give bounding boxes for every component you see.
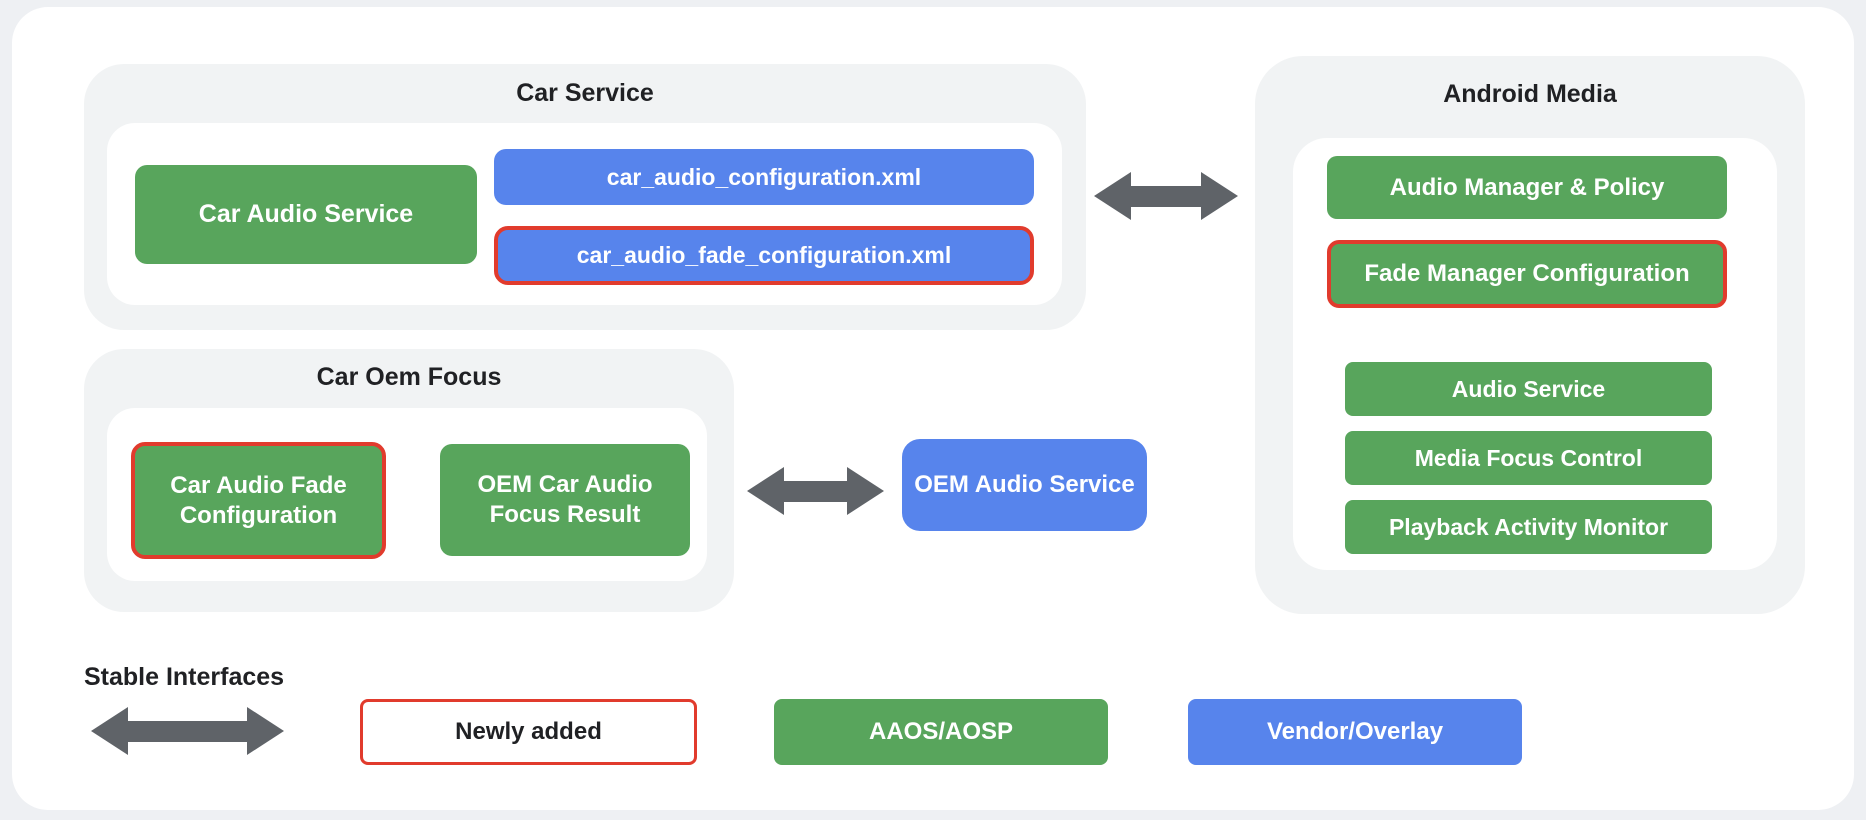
vendor-overlay-legend-box: Vendor/Overlay (1188, 699, 1522, 765)
media-focus-control-label: Media Focus Control (1414, 444, 1643, 471)
newly-added-legend-box: Newly added (360, 699, 697, 765)
diagram-card: Car Service Car Audio Service car_audio_… (12, 7, 1854, 810)
fade-manager-configuration-label: Fade Manager Configuration (1364, 260, 1690, 287)
playback-activity-monitor-label: Playback Activity Monitor (1388, 513, 1669, 540)
car-audio-fade-configuration-oem-box: Car Audio Fade Configuration (131, 442, 386, 559)
oem-car-audio-focus-result-box: OEM Car Audio Focus Result (440, 444, 690, 556)
arrow-shaft (128, 720, 247, 742)
arrow-right-head (1201, 172, 1238, 220)
arrow-left-head (91, 707, 128, 755)
car-audio-configuration-label: car_audio_configuration.xml (606, 163, 922, 190)
aaos-aosp-legend-box: AAOS/AOSP (774, 699, 1108, 765)
oem-audio-service-label: OEM Audio Service (914, 471, 1135, 498)
bidirectional-arrow-icon (91, 706, 284, 756)
oem-audio-service-box: OEM Audio Service (902, 439, 1147, 531)
car-oem-focus-group: Car Oem Focus Car Audio Fade Configurati… (84, 349, 734, 612)
newly-added-label: Newly added (455, 718, 602, 745)
android-media-title: Android Media (1443, 80, 1617, 108)
arrow-shaft (1131, 185, 1201, 207)
car-audio-fade-configuration-box: car_audio_fade_configuration.xml (494, 226, 1034, 285)
android-media-group: Android Media Audio Manager & Policy Fad… (1255, 56, 1805, 614)
vendor-overlay-label: Vendor/Overlay (1266, 718, 1444, 745)
car-audio-fade-configuration-label: car_audio_fade_configuration.xml (576, 242, 952, 269)
audio-manager-policy-box: Audio Manager & Policy (1327, 156, 1727, 219)
bidirectional-arrow-icon (747, 466, 884, 516)
media-focus-control-box: Media Focus Control (1345, 431, 1712, 485)
audio-manager-policy-label: Audio Manager & Policy (1389, 173, 1665, 201)
arrow-right-head (847, 467, 884, 515)
car-service-group: Car Service Car Audio Service car_audio_… (84, 64, 1086, 330)
car-audio-configuration-box: car_audio_configuration.xml (494, 149, 1034, 205)
fade-manager-configuration-box: Fade Manager Configuration (1327, 240, 1727, 308)
arrow-right-head (247, 707, 284, 755)
car-audio-service-label: Car Audio Service (198, 199, 414, 228)
car-audio-fade-configuration-oem-label: Car Audio Fade Configuration (170, 471, 347, 529)
stable-interfaces-label: Stable Interfaces (84, 663, 285, 691)
playback-activity-monitor-box: Playback Activity Monitor (1345, 500, 1712, 554)
car-audio-service-box: Car Audio Service (135, 165, 477, 264)
arrow-shaft (784, 480, 847, 502)
oem-car-audio-focus-result-label: OEM Car Audio Focus Result (477, 471, 653, 528)
audio-service-label: Audio Service (1451, 375, 1606, 402)
arrow-left-head (747, 467, 784, 515)
aaos-aosp-label: AAOS/AOSP (868, 718, 1014, 745)
arrow-left-head (1094, 172, 1131, 220)
audio-service-box: Audio Service (1345, 362, 1712, 416)
car-service-title: Car Service (516, 79, 654, 107)
car-oem-focus-title: Car Oem Focus (316, 363, 502, 391)
bidirectional-arrow-icon (1094, 171, 1238, 221)
